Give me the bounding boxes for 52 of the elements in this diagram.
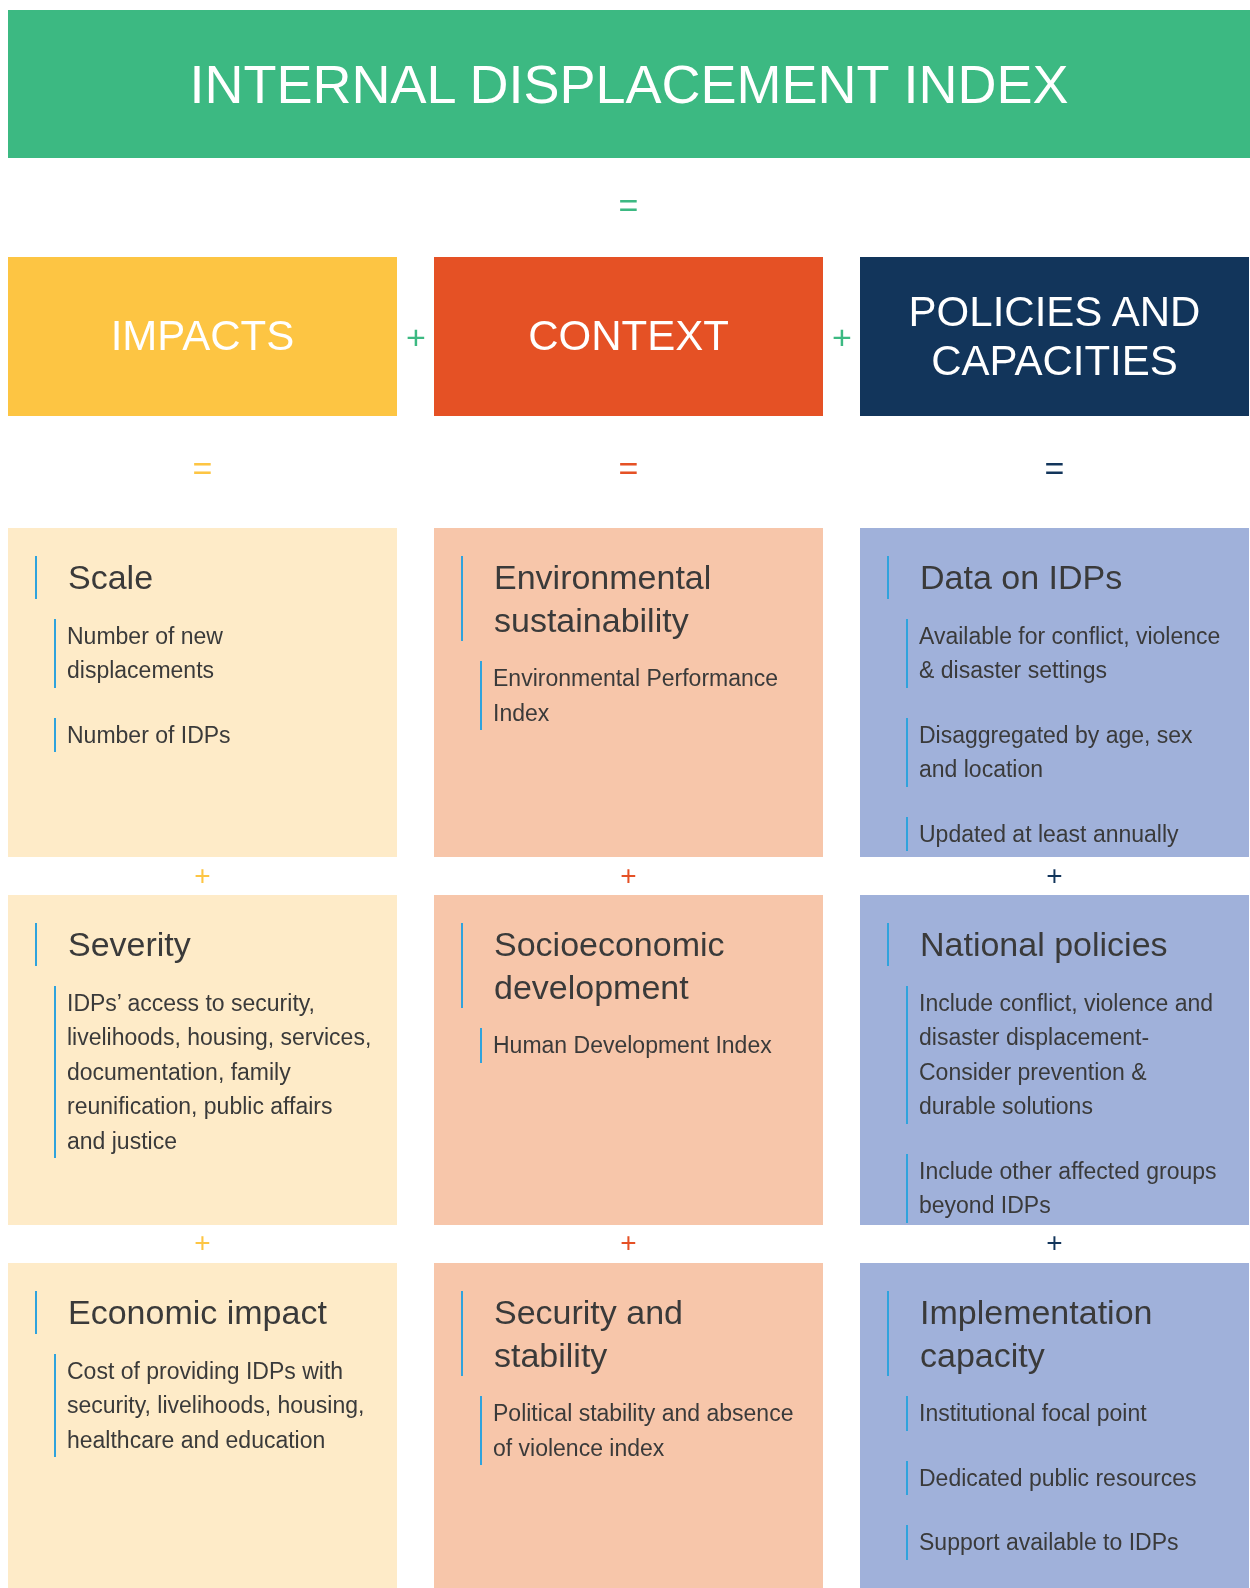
dimension-heading: National policies <box>887 923 1227 966</box>
indicator-panel <box>434 528 823 857</box>
header-text: IMPACTS <box>110 312 295 361</box>
operator-sign: + <box>193 1226 212 1260</box>
operator-sign: + <box>193 859 212 893</box>
dimension-heading: Security and stability <box>461 1291 801 1376</box>
indicator-text: Include conflict, violence and disaster displacement- Consider prevention & durable solutions <box>906 985 1227 1124</box>
operator-sign: + <box>619 859 638 893</box>
indicator-panel <box>860 1263 1249 1588</box>
dimension-heading: Data on IDPs <box>887 556 1227 599</box>
indicator-panel <box>434 895 823 1225</box>
operator-sign: + <box>1045 859 1064 893</box>
title-banner: INTERNAL DISPLACEMENT INDEX <box>8 10 1250 158</box>
indicator-panel <box>8 528 397 857</box>
operator-sign: + <box>1045 1226 1064 1260</box>
indicator-text: Political stability and absence of violence index <box>480 1396 801 1465</box>
dimension-heading: Socioeconomic development <box>461 923 801 1008</box>
indicator-text: Disaggregated by age, sex and location <box>906 717 1227 787</box>
indicator-text: Dedicated public resources <box>906 1460 1227 1495</box>
dimension-heading: Economic impact <box>35 1291 375 1334</box>
operator-sign: = <box>191 448 214 488</box>
category-header <box>434 257 823 416</box>
indicator-panel <box>8 1263 397 1588</box>
dimension-heading: Scale <box>35 556 375 599</box>
indicator-panel <box>860 895 1249 1225</box>
dimension-heading: Implementation capacity <box>887 1291 1227 1376</box>
indicator-text: Include other affected groups beyond IDPs <box>906 1153 1227 1223</box>
header-text: CONTEXT <box>528 312 729 361</box>
indicator-text: Institutional focal point <box>906 1396 1227 1431</box>
indicator-text: Number of IDPs <box>54 717 375 752</box>
indicator-text: Updated at least annually <box>906 816 1227 851</box>
dimension-heading: Severity <box>35 923 375 966</box>
operator-sign: = <box>617 448 640 488</box>
indicator-panel <box>434 1263 823 1588</box>
operator-sign: = <box>1043 448 1066 488</box>
indicator-panel <box>860 528 1249 857</box>
operator-sign: + <box>405 317 427 357</box>
indicator-text: Cost of providing IDPs with security, livelihoods, housing, healthcare and education <box>54 1353 375 1457</box>
indicator-text: Environmental Performance Index <box>480 661 801 730</box>
indicator-text: IDPs’ access to security, livelihoods, housing, services, documentation, family reunification, public affairs and justice <box>54 985 375 1158</box>
indicator-text: Human Development Index <box>480 1028 801 1063</box>
indicator-text: Available for conflict, violence & disaster settings <box>906 618 1227 688</box>
category-header <box>8 257 397 416</box>
operator-sign: + <box>619 1226 638 1260</box>
dimension-heading: Environmental sustainability <box>461 556 801 641</box>
operator-sign: = <box>617 185 640 225</box>
category-header <box>860 257 1249 416</box>
indicator-panel <box>8 895 397 1225</box>
header-text: POLICIES AND CAPACITIES <box>907 288 1202 385</box>
indicator-text: Number of new displacements <box>54 618 375 688</box>
operator-sign: + <box>831 317 853 357</box>
indicator-text: Support available to IDPs <box>906 1525 1227 1560</box>
